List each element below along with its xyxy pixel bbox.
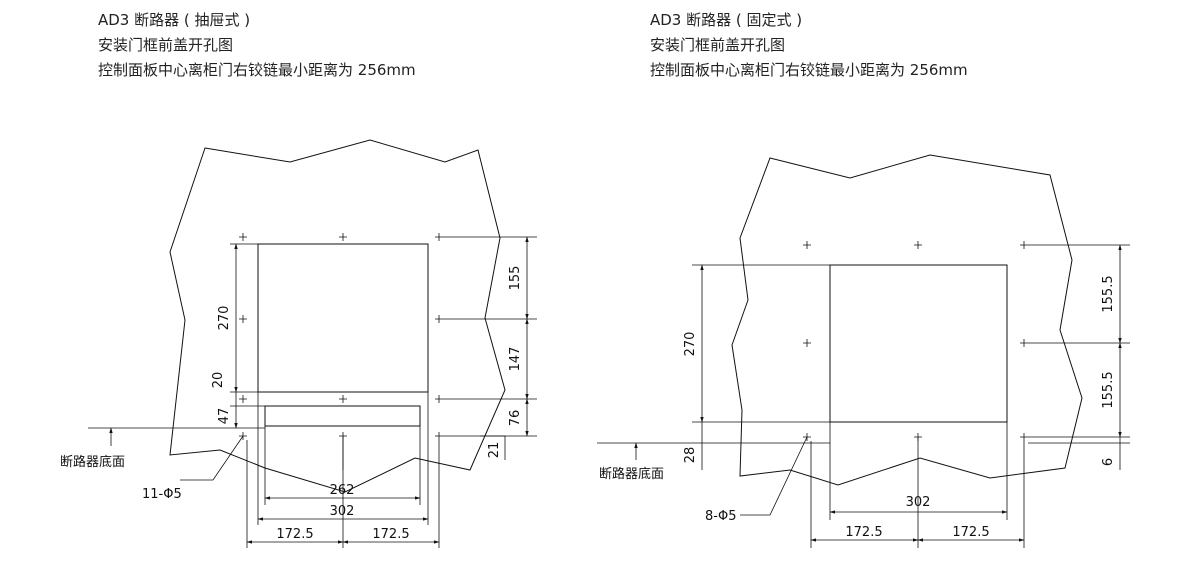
left-dim-21-leader <box>480 435 506 460</box>
left-dim-21-label: 21 <box>487 442 502 459</box>
left-diagram: 270 20 47 155 147 76 21 262 302 172.5 17… <box>60 139 537 548</box>
right-dim-6-label: 6 <box>1101 458 1116 466</box>
left-dim-147-label: 147 <box>508 347 523 372</box>
right-title-line-3: 控制面板中心离柜门右铰链最小距离为 256mm <box>650 61 968 79</box>
right-dim-155a-label: 155.5 <box>1101 275 1116 312</box>
right-left-ext-lines <box>692 264 830 423</box>
right-mount-holes <box>803 241 1028 441</box>
left-title-block: AD3 断路器 ( 抽屉式 ) 安装门框前盖开孔图 控制面板中心离柜门右铰链最小… <box>98 8 416 83</box>
right-holes-label: 8-Φ5 <box>705 509 736 524</box>
left-holes-label: 11-Φ5 <box>142 487 182 502</box>
right-title-line-2: 安装门框前盖开孔图 <box>650 36 786 54</box>
right-dim-172b-label: 172.5 <box>952 525 989 540</box>
left-dim-20-label: 20 <box>211 372 226 389</box>
right-diagram: 270 28 155.5 155.5 6 302 172.5 172.5 断路器… <box>597 154 1130 548</box>
left-dim-47-label: 47 <box>217 408 232 425</box>
left-base-label: 断路器底面 <box>60 454 125 470</box>
right-door-outline <box>731 154 1083 486</box>
left-door-outline <box>169 139 506 493</box>
left-right-ext-lines <box>443 236 537 437</box>
left-mount-holes <box>239 233 443 440</box>
right-dim-28-label: 28 <box>683 447 698 464</box>
left-title-line-3: 控制面板中心离柜门右铰链最小距离为 256mm <box>98 61 416 79</box>
right-main-cutout <box>829 264 1008 423</box>
left-dim-172a-label: 172.5 <box>276 527 313 542</box>
left-lower-slot <box>264 405 421 427</box>
left-dim-302-label: 302 <box>330 504 355 519</box>
right-dim-302-label: 302 <box>906 495 931 510</box>
right-dim-155b-label: 155.5 <box>1101 371 1116 408</box>
right-right-ext-lines <box>1028 244 1130 444</box>
left-dim-262-label: 262 <box>330 483 355 498</box>
right-title-line-1: AD3 断路器 ( 固定式 ) <box>650 11 803 29</box>
left-dim-76-label: 76 <box>508 410 523 427</box>
left-title-line-1: AD3 断路器 ( 抽屉式 ) <box>98 11 251 29</box>
right-dim-172a-label: 172.5 <box>845 525 882 540</box>
left-dim-172b-label: 172.5 <box>372 527 409 542</box>
right-hole-leader <box>740 436 808 516</box>
right-base-label: 断路器底面 <box>599 466 664 482</box>
right-bottom-ext-lines <box>810 422 1025 548</box>
left-left-ext-lines <box>230 243 265 407</box>
left-bottom-ext-lines <box>246 392 440 548</box>
left-main-cutout <box>257 243 429 393</box>
left-title-line-2: 安装门框前盖开孔图 <box>98 36 234 54</box>
right-dim-270-label: 270 <box>683 332 698 357</box>
left-hole-leader <box>180 435 244 481</box>
left-dim-155-label: 155 <box>508 266 523 291</box>
left-dim-270-label: 270 <box>217 306 232 331</box>
right-title-block: AD3 断路器 ( 固定式 ) 安装门框前盖开孔图 控制面板中心离柜门右铰链最小… <box>650 8 968 83</box>
